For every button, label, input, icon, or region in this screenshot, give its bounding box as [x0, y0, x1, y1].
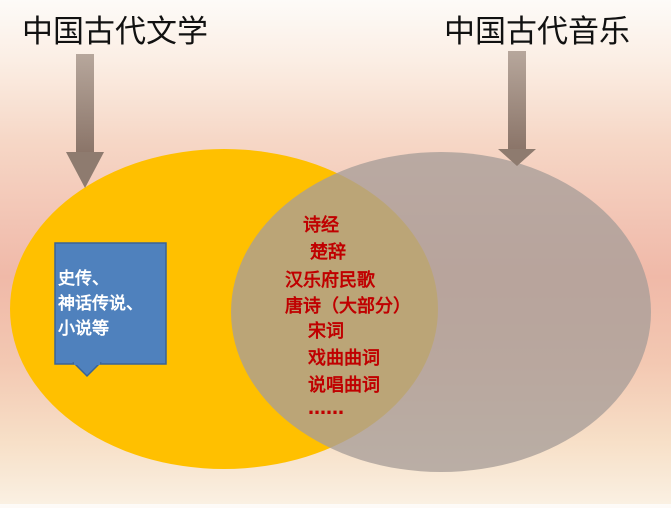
- callout-line: 小说等: [58, 319, 109, 339]
- callout-line: 神话传说、: [58, 294, 143, 314]
- overlap-item: 楚辞: [310, 242, 346, 263]
- arrow-down-left-icon: [66, 54, 104, 188]
- literature-title: 中国古代文学: [22, 14, 208, 50]
- callout-box: [54, 242, 167, 378]
- music-circle: [231, 152, 651, 472]
- overlap-item: 戏曲曲词: [308, 348, 380, 369]
- arrow-down-right-icon: [498, 51, 536, 166]
- callout-text: 史传、 神话传说、 小说等: [58, 267, 170, 342]
- callout-line: 史传、: [58, 269, 109, 289]
- overlap-item: 唐诗（大部分）: [285, 296, 411, 317]
- overlap-item: 说唱曲词: [308, 375, 380, 396]
- overlap-item: ……: [308, 398, 344, 419]
- overlap-item: 诗经: [303, 215, 339, 236]
- overlap-item: 宋词: [308, 321, 344, 342]
- music-title: 中国古代音乐: [444, 14, 630, 50]
- overlap-item: 汉乐府民歌: [285, 270, 375, 291]
